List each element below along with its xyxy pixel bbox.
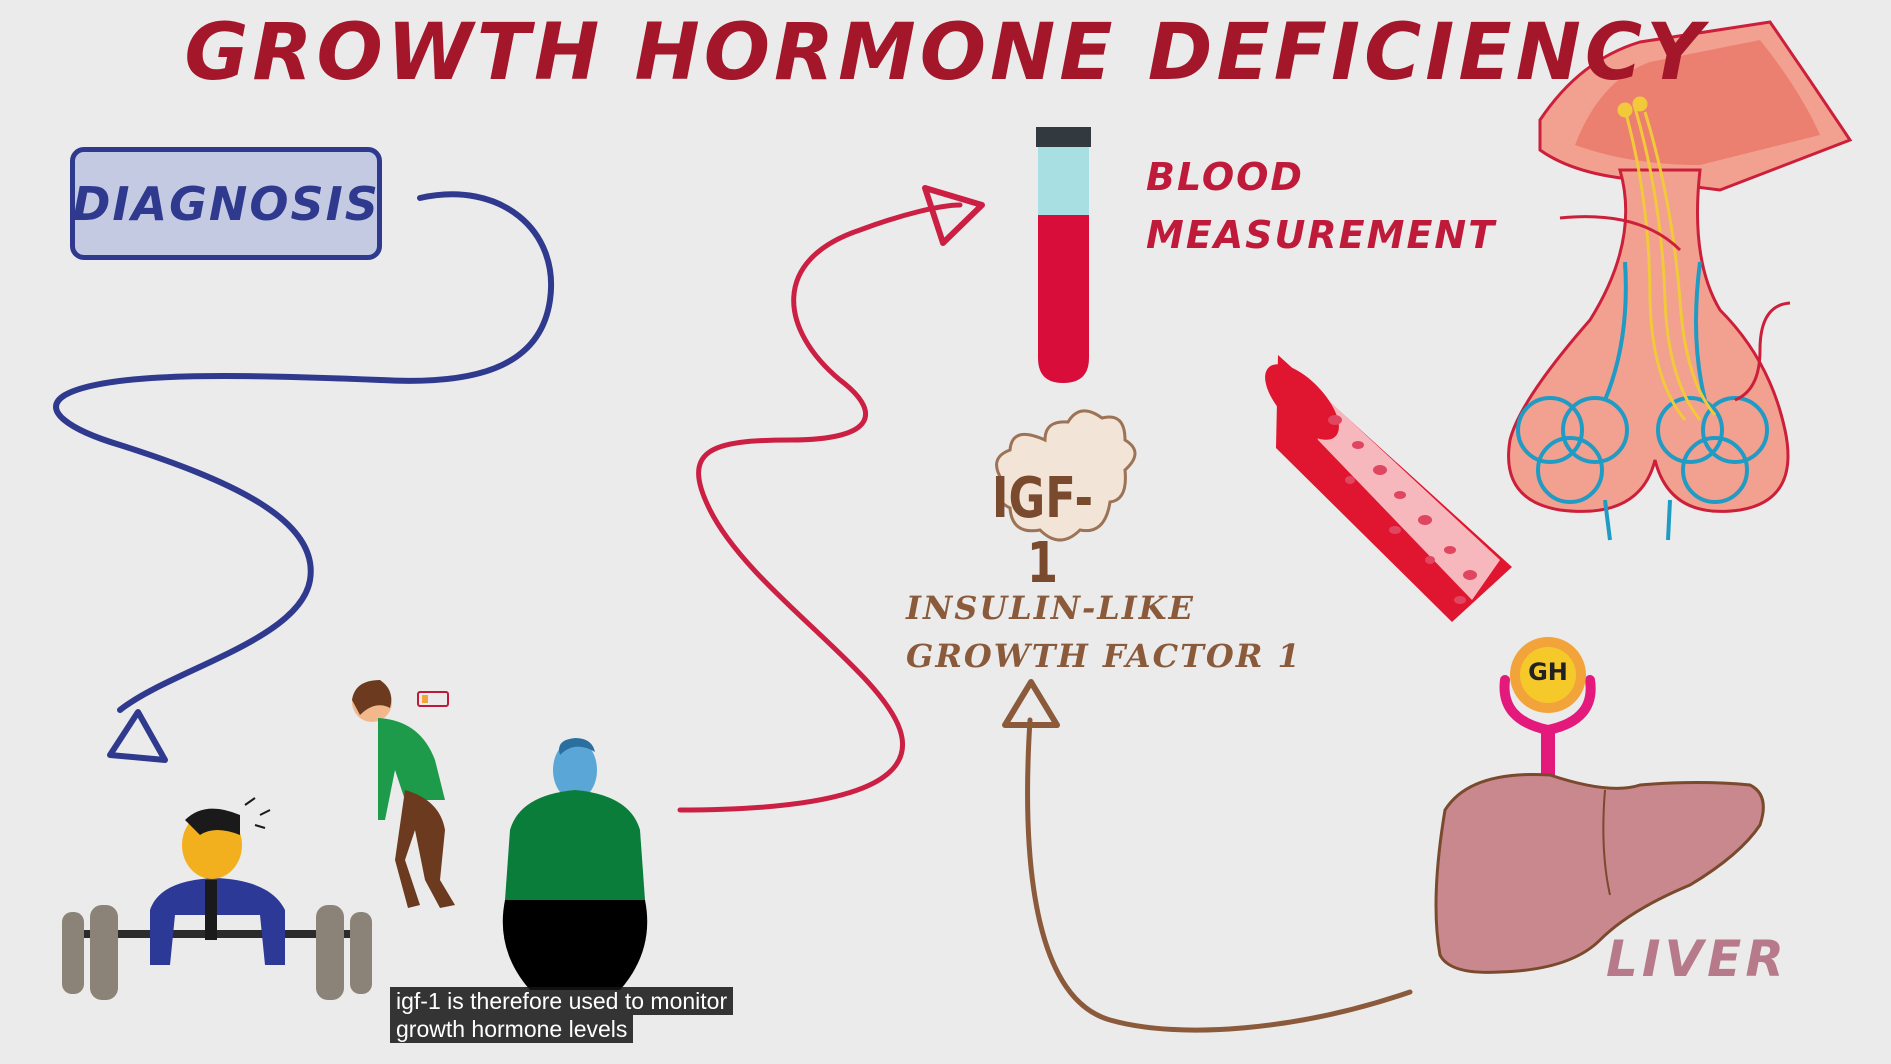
video-caption: igf-1 is therefore used to monitor growt… <box>390 987 734 1043</box>
page-title: GROWTH HORMONE DEFICIENCY <box>184 8 1707 98</box>
stress-lines-icon <box>244 797 271 829</box>
diagnosis-arrow <box>53 191 555 763</box>
gh-hormone-label: GH <box>1528 658 1568 686</box>
igf-1-badge-text: IGF-1 <box>991 466 1094 596</box>
igf-label-line1: INSULIN-LIKE <box>906 589 1195 627</box>
diagnosis-label: DIAGNOSIS <box>72 176 380 231</box>
gh-receptor-icon <box>1499 637 1596 783</box>
igf-1-description: INSULIN-LIKE GROWTH FACTOR 1 <box>906 584 1302 680</box>
liver-icon <box>1434 772 1765 974</box>
blood-label-line2: MEASUREMENT <box>1146 213 1497 257</box>
blood-arrow <box>677 185 985 813</box>
liver-label: LIVER <box>1606 930 1788 988</box>
blood-label-line1: BLOOD <box>1146 155 1304 199</box>
igf-label-line2: GROWTH FACTOR 1 <box>906 637 1302 675</box>
diagnosis-box: DIAGNOSIS <box>70 147 382 260</box>
tired-person-figure <box>352 680 455 908</box>
pituitary-gland-icon <box>1507 20 1853 541</box>
test-tube-icon <box>1036 127 1091 383</box>
igf-1-cloud-icon <box>995 409 1137 542</box>
caption-line1: igf-1 is therefore used to monitor <box>390 987 734 1015</box>
overweight-person-figure <box>502 738 648 990</box>
blood-vessel-icon <box>1265 355 1512 622</box>
caption-line2: growth hormone levels <box>390 1015 634 1043</box>
weightlifter-figure <box>62 808 372 1000</box>
blood-measurement-label: BLOOD MEASUREMENT <box>1146 148 1496 264</box>
liver-igf-arrow <box>1002 679 1413 1033</box>
